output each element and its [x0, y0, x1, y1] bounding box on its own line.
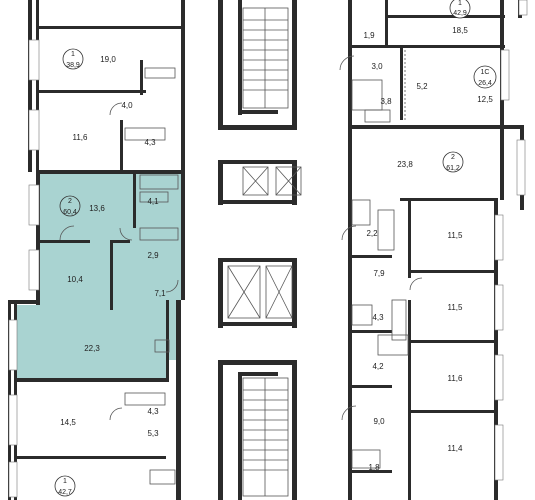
room-area: 23,8: [397, 160, 413, 169]
apartment-marker-6[interactable]: 2 61,2: [442, 151, 464, 173]
room-area: 11,5: [448, 231, 464, 240]
apartment-area: 42,7: [58, 489, 72, 496]
room-area: 3,8: [380, 97, 392, 106]
apartment-rooms: 2: [68, 198, 72, 205]
room-area: 13,6: [89, 204, 105, 213]
apartment-area: 61,2: [446, 165, 460, 172]
room-area: 2,2: [366, 229, 378, 238]
room-area: 7,1: [154, 289, 166, 298]
apartment-area: 60,4: [63, 209, 77, 216]
stairs: [242, 7, 289, 497]
room-area: 10,4: [67, 275, 83, 284]
left-fixtures: [59, 67, 179, 485]
room-area: 9,0: [373, 417, 385, 426]
room-area: 1,8: [368, 463, 380, 472]
room-area: 2,9: [147, 251, 159, 260]
room-area: 4,3: [372, 313, 384, 322]
room-area: 1,9: [363, 31, 375, 40]
room-area: 11,6: [448, 374, 464, 383]
room-area: 4,2: [372, 362, 384, 371]
apartment-rooms: 2: [451, 154, 455, 161]
apartment-rooms: 1: [63, 478, 67, 485]
room-area: 4,0: [121, 101, 133, 110]
room-area: 19,0: [100, 55, 116, 64]
left-windows: [8, 39, 40, 498]
selected-apartment-highlight[interactable]: [16, 173, 181, 380]
room-area: 4,3: [147, 407, 159, 416]
room-area: 5,3: [147, 429, 159, 438]
apartment-area: 42,9: [453, 10, 467, 17]
apartment-marker-2[interactable]: 2 60,4: [59, 195, 81, 217]
room-area: 4,3: [144, 138, 156, 147]
apartment-rooms: 1: [458, 0, 462, 7]
apartment-marker-4[interactable]: 1 42,9: [449, 0, 471, 19]
right-windows: [494, 0, 528, 481]
room-area: 11,6: [73, 133, 89, 142]
apartment-marker-5[interactable]: 1С 26,4: [473, 65, 497, 89]
room-area: 22,3: [84, 344, 100, 353]
room-area: 7,9: [373, 269, 385, 278]
apartment-area: 26,4: [478, 80, 492, 87]
room-area: 5,2: [416, 82, 428, 91]
apartment-marker-1[interactable]: 1 38,9: [62, 48, 84, 70]
right-fixtures: [339, 50, 423, 469]
apartment-area: 38,9: [66, 62, 80, 69]
room-area: 12,5: [477, 95, 493, 104]
room-area: 11,5: [448, 303, 464, 312]
apartment-rooms: 1: [71, 51, 75, 58]
elevators: [227, 166, 302, 319]
apartment-rooms: 1С: [481, 69, 490, 76]
apartment-marker-3[interactable]: 1 42,7: [54, 475, 76, 497]
room-area: 3,0: [371, 62, 383, 71]
room-area: 18,5: [452, 26, 468, 35]
room-area: 4,1: [147, 197, 159, 206]
room-area: 11,4: [448, 444, 464, 453]
central-core: [218, 0, 297, 500]
room-area: 14,5: [60, 418, 76, 427]
